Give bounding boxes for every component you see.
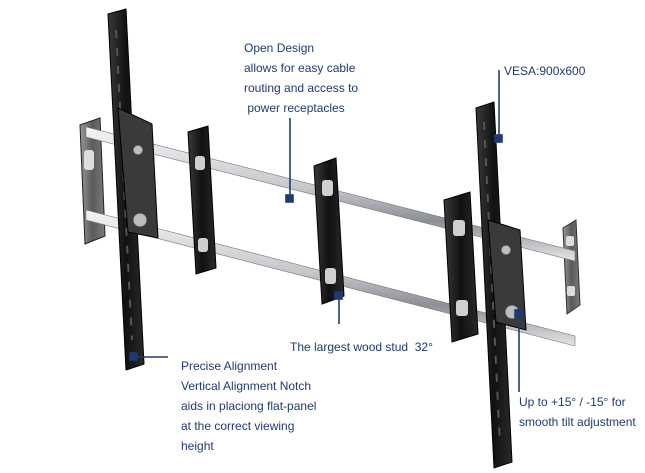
precise-alignment-callout: Precise Alignment Vertical Alignment Not… (181, 356, 316, 456)
alignment-marker (129, 352, 138, 361)
open-design-callout: Open Design allows for easy cable routin… (244, 38, 358, 118)
tilt-callout: Up to +15° / -15° for smooth tilt adjust… (519, 392, 636, 432)
callout-line: Up to +15° / -15° for (519, 395, 626, 409)
wall-bracket-1 (187, 125, 217, 275)
callout-line: Vertical Alignment Notch (181, 379, 312, 393)
callout-line: Open Design (244, 41, 315, 55)
callout-line: smooth tilt adjustment (519, 415, 636, 429)
callout-line: aids in placiong flat-panel (181, 399, 317, 413)
callout-line: The largest wood stud 32° (290, 340, 433, 354)
vesa-callout: VESA:900x600 (504, 61, 585, 81)
callout-line: at the correct viewing (181, 419, 295, 433)
wall-bracket-2 (313, 157, 345, 305)
callout-line: height (181, 439, 214, 453)
wood-stud-callout: The largest wood stud 32° (290, 337, 433, 357)
wood-stud-marker (334, 291, 343, 300)
callout-line: VESA:900x600 (504, 64, 586, 78)
left-vertical-arm (107, 8, 159, 371)
right-end-bracket (562, 219, 581, 315)
leader-lines (129, 70, 523, 392)
wall-bracket-3 (443, 191, 479, 343)
callout-line: Precise Alignment (181, 359, 278, 373)
vesa-marker (494, 134, 503, 143)
tilt-marker (514, 309, 523, 318)
right-vertical-arm (475, 101, 527, 469)
open-design-marker (285, 194, 294, 203)
callout-line: allows for easy cable (244, 61, 356, 75)
callout-line: power receptacles (244, 101, 345, 115)
callout-line: routing and access to (244, 81, 359, 95)
